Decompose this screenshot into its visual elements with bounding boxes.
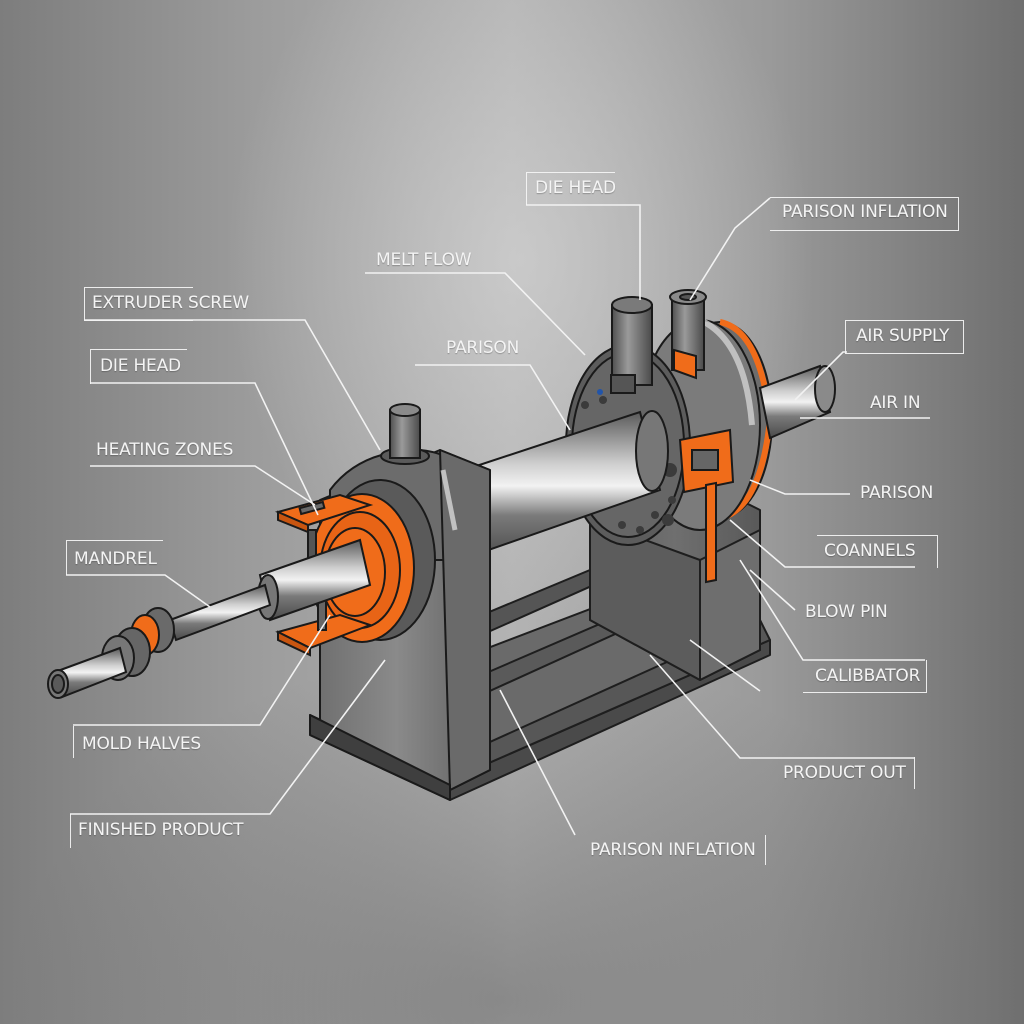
frame-parison-inflation-top bbox=[770, 197, 959, 231]
die-head-cylinders bbox=[610, 289, 707, 394]
label-parison-inflation-bottom: PARISON INFLATION bbox=[590, 840, 756, 860]
label-die-head-top: DIE HEAD bbox=[535, 178, 616, 198]
frame-mold-halves bbox=[73, 726, 74, 758]
label-blow-pin: BLOW PIN bbox=[805, 602, 888, 622]
frame-finished-product bbox=[70, 814, 71, 848]
hopper-cylinder bbox=[380, 403, 430, 465]
frame-extruder-screw bbox=[84, 287, 193, 321]
label-air-in: AIR IN bbox=[870, 393, 921, 413]
extruder-barrel bbox=[438, 410, 669, 562]
label-finished-product: FINISHED PRODUCT bbox=[78, 820, 244, 840]
label-melt-flow: MELT FLOW bbox=[376, 250, 472, 270]
frame-air-supply bbox=[845, 320, 964, 354]
frame-calibrator bbox=[803, 660, 927, 693]
air-supply-tube bbox=[758, 364, 836, 440]
label-extruder-screw: EXTRUDER SCREW bbox=[92, 293, 249, 313]
label-calibrator: CALIBBATOR bbox=[815, 666, 921, 686]
frame-die-head-left bbox=[90, 349, 187, 384]
label-parison-right: PARISON bbox=[860, 483, 934, 503]
label-mandrel: MANDREL bbox=[74, 549, 157, 569]
calibrator-clamp bbox=[678, 428, 735, 584]
label-coannels: COANNELS bbox=[824, 541, 916, 561]
label-die-head-left: DIE HEAD bbox=[100, 356, 181, 376]
label-parison-top: PARISON bbox=[446, 338, 520, 358]
frame-coannels bbox=[817, 535, 938, 568]
label-air-supply: AIR SUPPLY bbox=[856, 326, 950, 346]
label-product-out: PRODUCT OUT bbox=[783, 763, 906, 783]
label-parison-inflation-top: PARISON INFLATION bbox=[782, 202, 948, 222]
heater-brackets bbox=[274, 493, 374, 657]
label-mold-halves: MOLD HALVES bbox=[82, 734, 201, 754]
label-heating-zones: HEATING ZONES bbox=[96, 440, 234, 460]
frame-parison-inflation-bottom bbox=[575, 835, 766, 865]
frame-die-head-top bbox=[526, 172, 615, 205]
mandrel bbox=[47, 538, 372, 699]
frame-mandrel bbox=[66, 540, 163, 575]
frame-product-out bbox=[740, 757, 915, 789]
